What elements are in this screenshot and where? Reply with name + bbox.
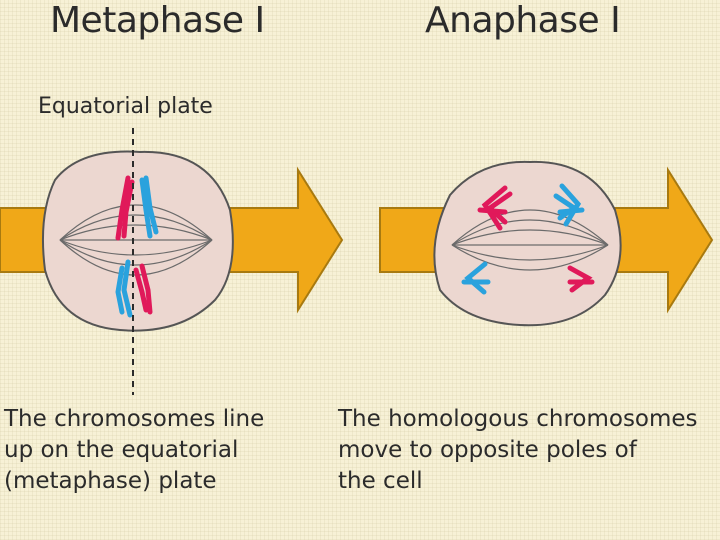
metaphase-caption-line-2: up on the equatorial [4, 437, 239, 463]
metaphase-caption-line-3: (metaphase) plate [4, 468, 217, 494]
anaphase-chromosomes [461, 183, 595, 295]
anaphase-caption: The homologous chromosomes move to oppos… [338, 404, 698, 497]
anaphase-spindle-fibers [451, 209, 609, 271]
metaphase-chromosomes [115, 175, 159, 318]
anaphase-title: Anaphase I [425, 0, 621, 41]
metaphase-title: Metaphase I [50, 0, 265, 41]
anaphase-caption-line-3: the cell [338, 468, 423, 494]
anaphase-cell [433, 160, 622, 327]
anaphase-caption-line-1: The homologous chromosomes [338, 406, 698, 432]
metaphase-caption-line-1: The chromosomes line [4, 406, 265, 432]
equatorial-plate-label: Equatorial plate [38, 94, 213, 119]
metaphase-cell [41, 150, 234, 332]
metaphase-caption: The chromosomes line up on the equatoria… [4, 404, 264, 497]
anaphase-caption-line-2: move to opposite poles of [338, 437, 637, 463]
